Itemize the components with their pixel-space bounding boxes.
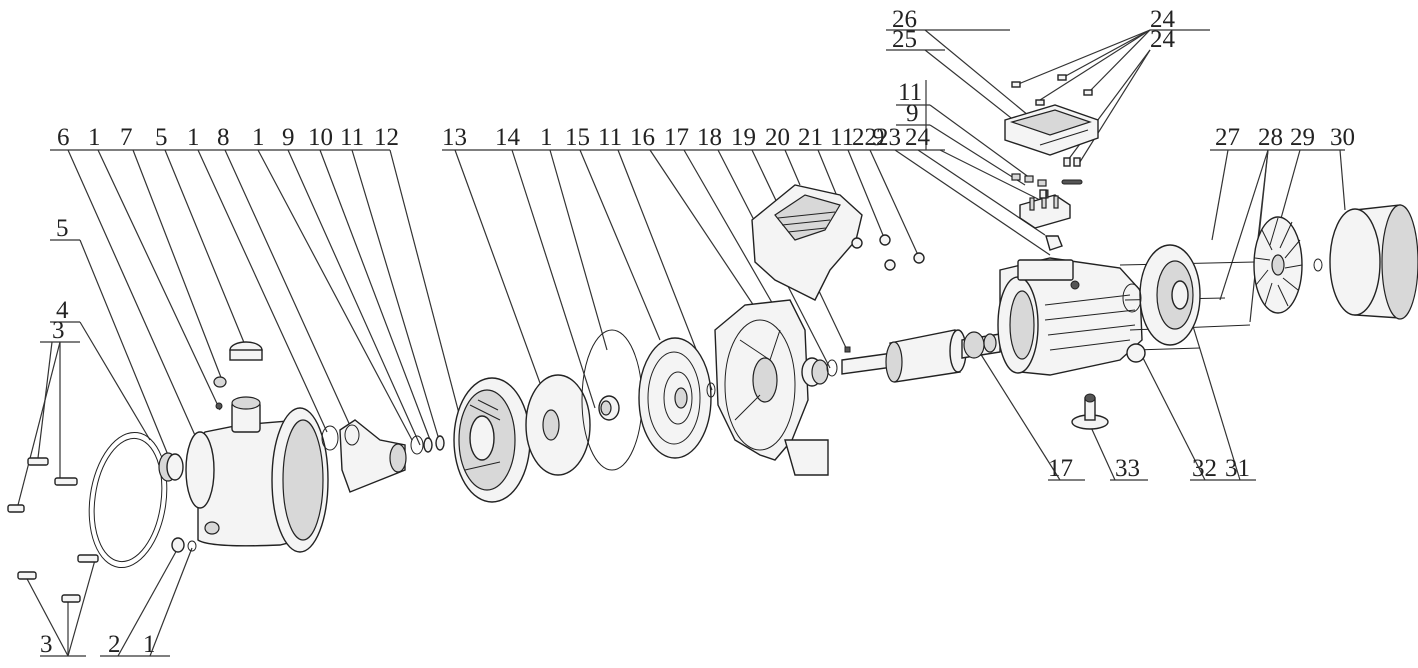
callout-label: 29	[1290, 124, 1315, 151]
callout-label: 32	[1192, 455, 1217, 482]
callout-label: 1	[187, 124, 200, 151]
callout-label: 19	[731, 124, 756, 151]
callout-label: 17	[664, 124, 689, 151]
callout-label: 5	[56, 215, 69, 242]
callout-label: 22	[852, 124, 877, 151]
callout-label: 4	[56, 297, 69, 324]
part-motor-body	[997, 257, 1143, 376]
part-small-nuts-bottom	[171, 537, 197, 553]
callout-label: 31	[1225, 455, 1250, 482]
part-diffuser-8	[339, 419, 407, 493]
callout-label: 30	[1330, 124, 1355, 151]
part-small-nuts-21	[851, 234, 925, 271]
callout-labels: 6 1 7 5 1 8 1 9 10 11 12 13 14 1 15 11 1…	[40, 6, 1355, 658]
callout-label: 23	[876, 124, 901, 151]
callout-label: 9	[872, 124, 885, 151]
callout-label: 5	[155, 124, 168, 151]
callout-label: 24	[1150, 26, 1176, 53]
part-bearing-cover-20	[751, 184, 863, 301]
part-knob-33	[1071, 393, 1109, 430]
part-connector-22	[1045, 235, 1063, 251]
callout-label: 17	[1048, 455, 1073, 482]
callout-label: 14	[495, 124, 521, 151]
callout-label: 1	[143, 631, 156, 658]
part-shaft-rotor-19	[841, 329, 1001, 383]
part-screws-24	[1011, 74, 1093, 199]
callout-label: 8	[217, 124, 230, 151]
callout-label: 25	[892, 26, 917, 53]
callout-label: 24	[1150, 6, 1176, 33]
callout-label: 11	[340, 124, 364, 151]
part-fan-29	[1253, 216, 1323, 314]
callout-label: 18	[697, 124, 722, 151]
callout-label: 3	[52, 317, 65, 344]
callout-label: 21	[798, 124, 823, 151]
part-impeller-12	[453, 377, 531, 503]
callout-label: 15	[565, 124, 590, 151]
part-diaphragm-15	[638, 337, 712, 459]
callout-label: 3	[40, 631, 53, 658]
part-seal-bearing-17-18	[801, 357, 838, 387]
part-screws-left	[7, 457, 99, 603]
callout-label: 11	[898, 79, 922, 106]
part-ring-11b	[706, 382, 716, 398]
callout-label: 9	[282, 124, 295, 151]
callout-label: 10	[308, 124, 333, 151]
part-pump-housing	[185, 396, 329, 553]
part-plug-top	[213, 341, 263, 410]
callout-label: 24	[905, 124, 931, 151]
callout-label: 11	[830, 124, 854, 151]
callout-label: 16	[630, 124, 655, 151]
part-terminal-block-23	[1019, 194, 1071, 229]
part-fan-cover-30	[1329, 204, 1418, 320]
part-plate-13	[525, 374, 591, 476]
callout-label: 1	[88, 124, 101, 151]
part-terminal-pieces-9-11	[1011, 173, 1083, 199]
callout-label: 26	[892, 6, 917, 33]
callout-label: 2	[108, 631, 121, 658]
callout-label: 28	[1258, 124, 1283, 151]
part-ring-8	[321, 425, 339, 451]
part-bracket-16	[714, 299, 829, 476]
callout-label: 12	[374, 124, 399, 151]
callout-label: 33	[1115, 455, 1140, 482]
part-plug-5	[158, 452, 184, 482]
callout-label: 1	[540, 124, 553, 151]
callout-label: 7	[120, 124, 133, 151]
callout-label: 9	[906, 100, 919, 127]
callout-label: 13	[442, 124, 467, 151]
callout-label: 6	[57, 124, 70, 151]
callout-label: 20	[765, 124, 790, 151]
part-small-rings-9-11	[410, 435, 445, 455]
part-end-shield-27	[1122, 244, 1201, 363]
part-terminal-cover-25-26	[1004, 104, 1099, 156]
part-oring-14	[581, 329, 643, 471]
callout-label: 11	[598, 124, 622, 151]
callout-label: 27	[1215, 124, 1240, 151]
part-gasket-front	[88, 431, 168, 569]
callout-label: 1	[252, 124, 265, 151]
